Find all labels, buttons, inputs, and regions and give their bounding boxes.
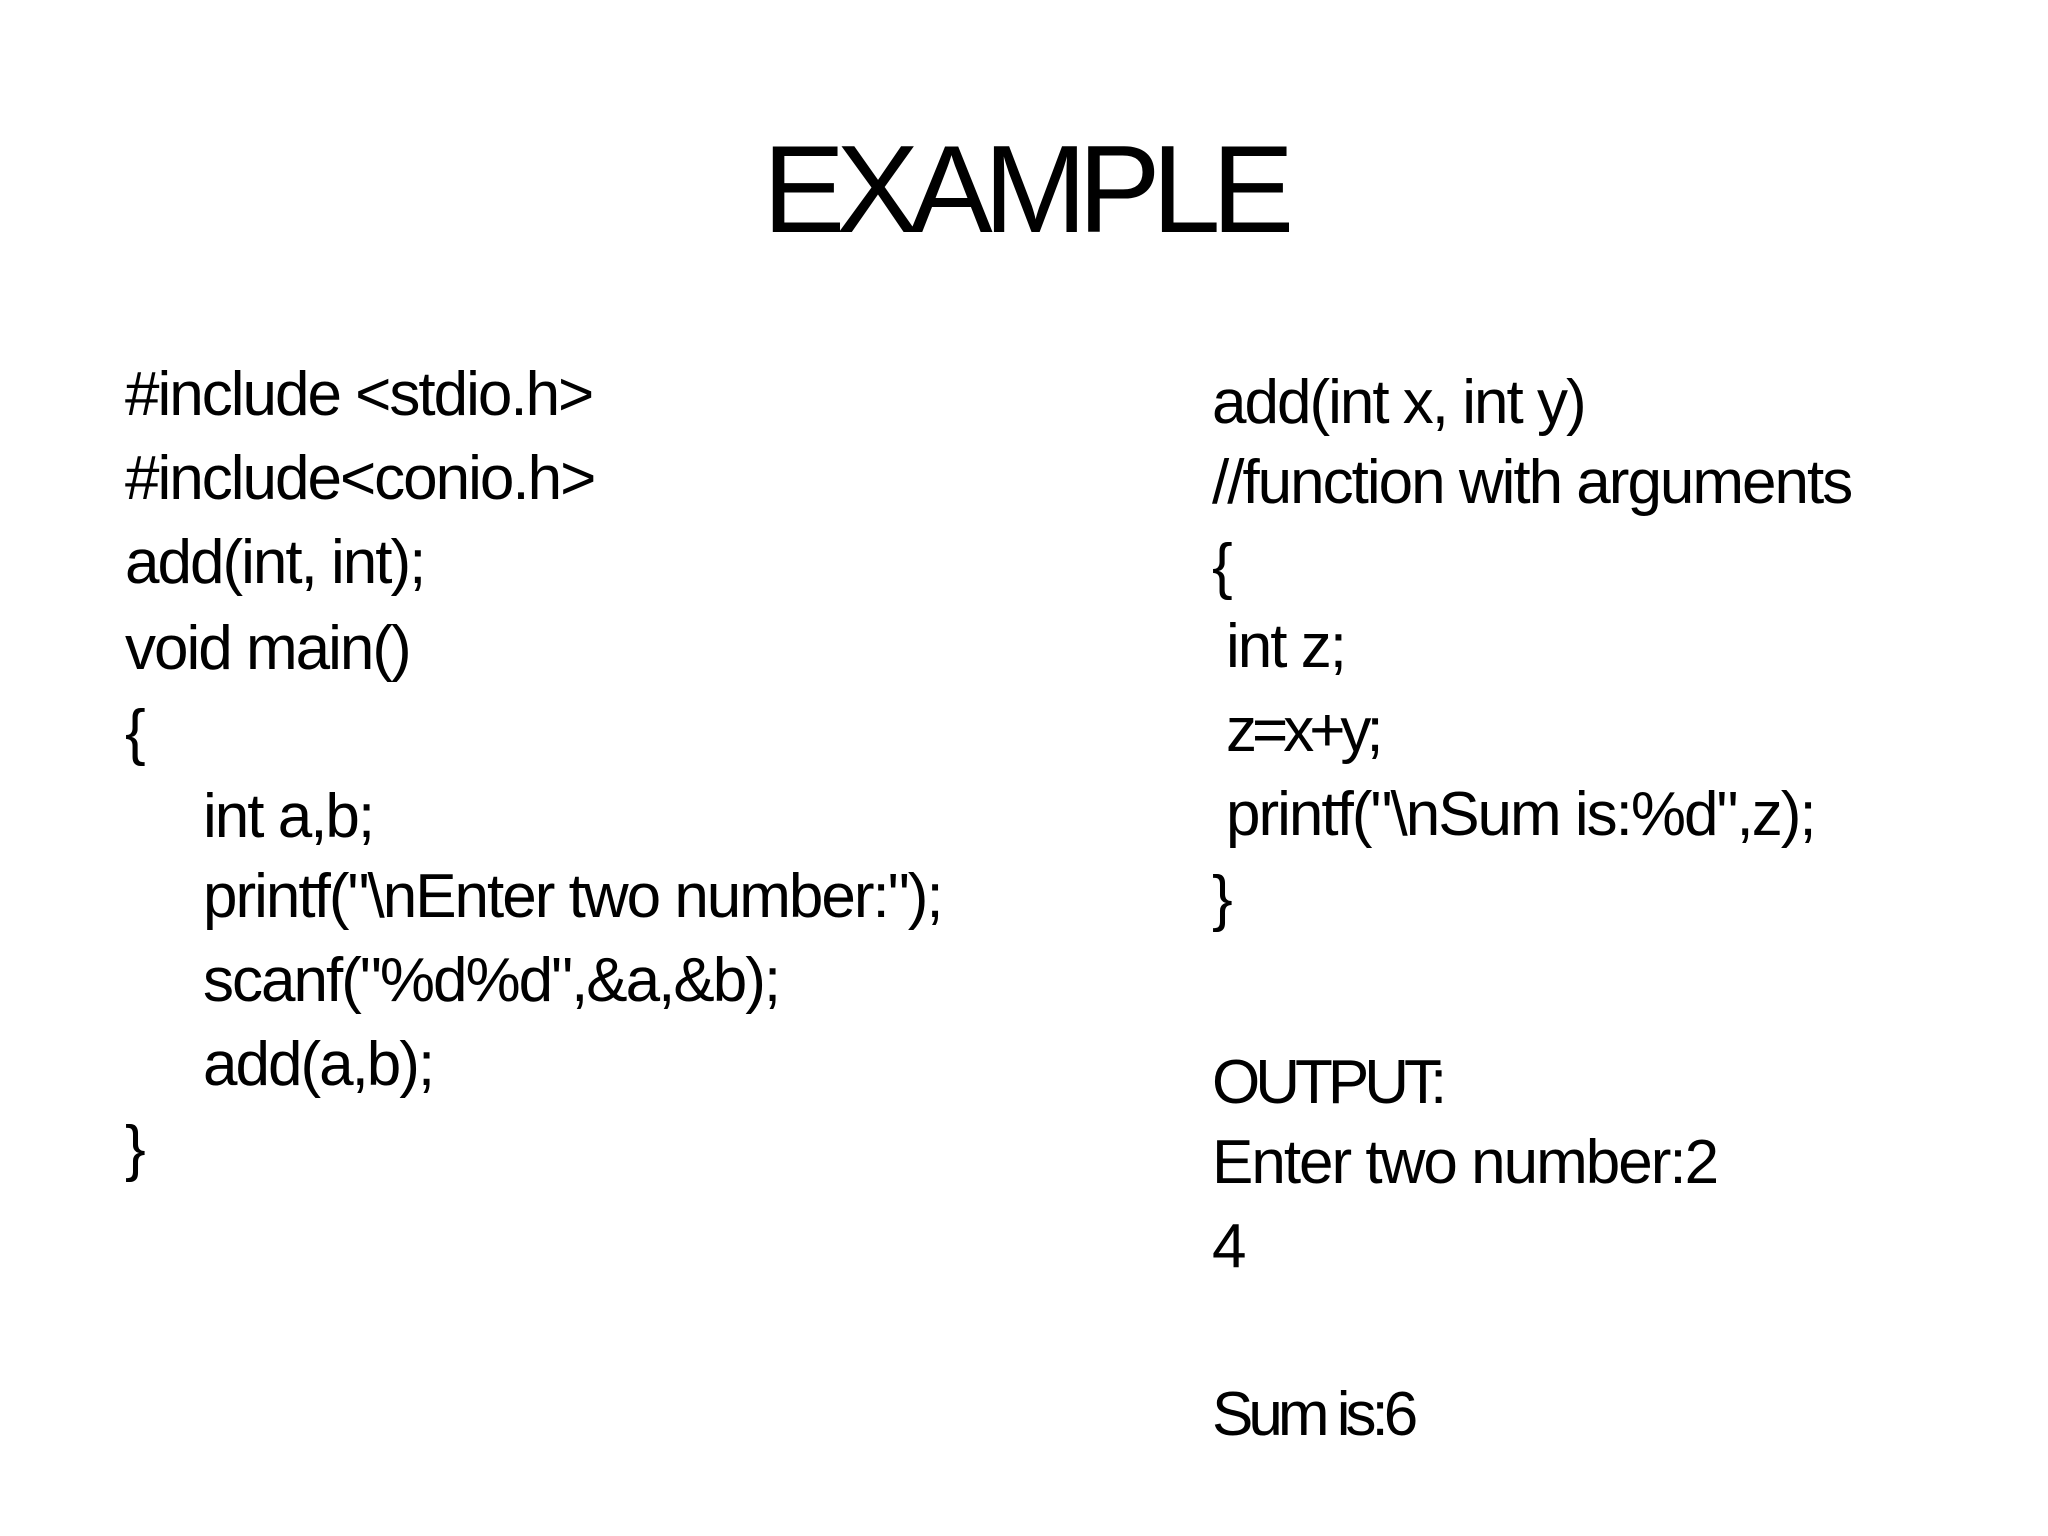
- code-line-close-brace: }: [125, 1114, 146, 1183]
- code-line-printf-sum: printf("\nSum is:%d",z);: [1226, 780, 1817, 849]
- code-line-add-definition: add(int x, int y): [1212, 368, 1587, 437]
- main-program-code: #include <stdio.h> #include<conio.h> add…: [125, 0, 1125, 1536]
- output-line-sum: Sum is:6: [1212, 1380, 1418, 1449]
- code-line-add-call: add(a,b);: [203, 1030, 435, 1099]
- code-line-int-decl: int a,b;: [203, 782, 375, 851]
- function-code: add(int x, int y) //function with argume…: [1212, 0, 2032, 1536]
- code-line-comment: //function with arguments: [1212, 448, 1853, 517]
- code-line-sum-assign: z=x+y;: [1226, 696, 1384, 765]
- slide-title: EXAMPLE: [762, 121, 1295, 259]
- code-line-open-brace: {: [1212, 532, 1233, 601]
- code-line-open-brace: {: [125, 698, 146, 767]
- code-line-close-brace: }: [1212, 864, 1233, 933]
- code-line-printf-prompt: printf("\nEnter two number:");: [203, 862, 944, 931]
- code-line-void-main: void main(): [125, 614, 412, 683]
- code-line-include-conio: #include<conio.h>: [125, 444, 596, 513]
- code-line-add-prototype: add(int, int);: [125, 528, 426, 597]
- output-heading: OUTPUT:: [1212, 1048, 1447, 1117]
- code-line-include-stdio: #include <stdio.h>: [125, 360, 594, 429]
- output-line-second-input: 4: [1212, 1212, 1247, 1281]
- code-line-scanf: scanf("%d%d",&a,&b);: [203, 946, 781, 1015]
- code-line-int-z: int z;: [1226, 612, 1347, 681]
- output-line-prompt: Enter two number:2: [1212, 1128, 1719, 1197]
